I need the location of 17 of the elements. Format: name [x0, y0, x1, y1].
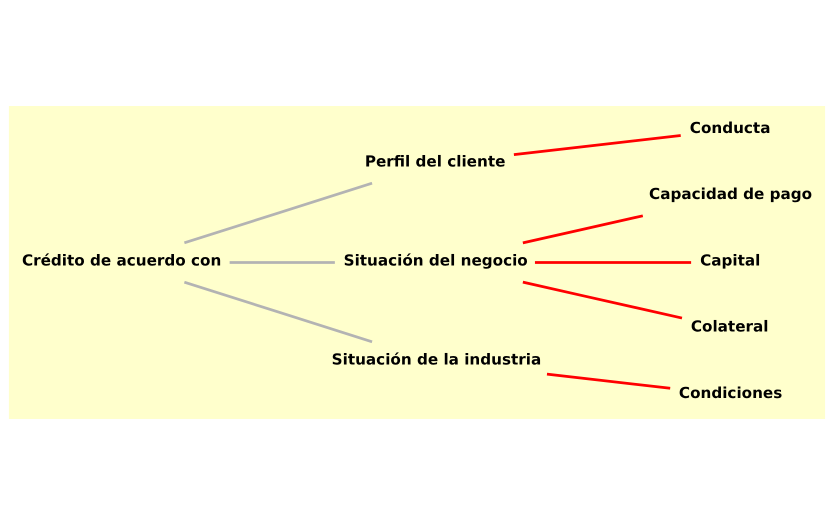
node-text: Situación del negocio — [344, 250, 528, 269]
node-text: Conducta — [690, 118, 770, 136]
connector — [522, 280, 682, 319]
node-text: Colateral — [690, 317, 768, 336]
node-text: Capital — [700, 250, 760, 269]
node-text: Perfil del cliente — [364, 152, 506, 170]
connector — [184, 181, 372, 244]
connector — [546, 372, 670, 390]
connector — [230, 260, 335, 264]
connector — [184, 280, 372, 343]
connector — [534, 260, 692, 264]
node-text: Crédito de acuerdo con — [22, 250, 222, 269]
connector — [522, 214, 644, 244]
node-text: Capacidad de pago — [649, 184, 812, 203]
node-text: Condiciones — [678, 384, 782, 402]
node-text: Situación de la industria — [332, 350, 542, 368]
connector — [514, 134, 681, 156]
